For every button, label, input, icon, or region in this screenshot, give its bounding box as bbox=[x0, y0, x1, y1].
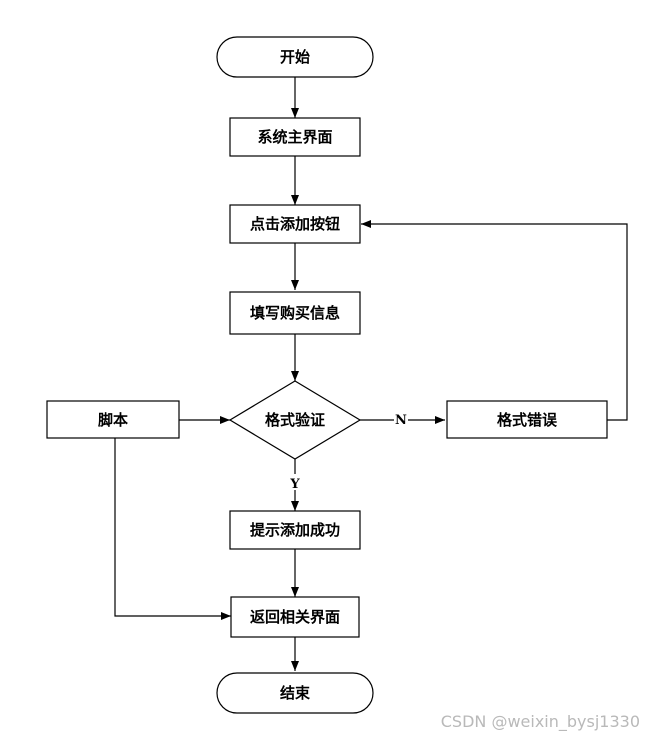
validate-label: 格式验证 bbox=[265, 411, 325, 429]
edge-label-no: N bbox=[395, 413, 407, 428]
end-terminator bbox=[216, 672, 374, 714]
node-validate: 格式验证 bbox=[228, 380, 362, 460]
node-fill-info: 填写购买信息 bbox=[229, 291, 361, 335]
edges: N Y bbox=[114, 77, 628, 671]
fill-info-box bbox=[229, 291, 361, 335]
edge-error-loop-to-click-add bbox=[361, 220, 628, 421]
click-add-box bbox=[229, 204, 361, 244]
node-script: 脚本 bbox=[46, 400, 180, 439]
script-box bbox=[46, 400, 180, 439]
fill-info-label: 填写购买信息 bbox=[250, 304, 340, 322]
main-ui-box bbox=[229, 117, 361, 157]
edge-label-yes: Y bbox=[289, 477, 300, 492]
click-add-label: 点击添加按钮 bbox=[250, 215, 340, 233]
node-return: 返回相关界面 bbox=[230, 596, 360, 638]
node-end: 结束 bbox=[216, 672, 374, 714]
node-main-ui: 系统主界面 bbox=[229, 117, 361, 157]
node-success: 提示添加成功 bbox=[229, 510, 361, 550]
edge-label-no-bg bbox=[394, 411, 408, 427]
format-error-label: 格式错误 bbox=[497, 411, 558, 429]
return-label: 返回相关界面 bbox=[250, 608, 340, 626]
script-label: 脚本 bbox=[98, 411, 128, 429]
main-ui-label: 系统主界面 bbox=[257, 128, 332, 146]
watermark: CSDN @weixin_bysj1330 bbox=[441, 712, 640, 732]
format-error-box bbox=[446, 400, 608, 439]
end-label: 结束 bbox=[280, 684, 311, 702]
return-box bbox=[230, 596, 360, 638]
node-click-add: 点击添加按钮 bbox=[229, 204, 361, 244]
node-start: 开始 bbox=[216, 36, 374, 78]
edge-script-to-return bbox=[114, 438, 231, 620]
validate-diamond bbox=[228, 380, 362, 460]
edge-label-yes-bg bbox=[288, 474, 302, 490]
start-terminator bbox=[216, 36, 374, 78]
success-label: 提示添加成功 bbox=[250, 521, 340, 539]
success-box bbox=[229, 510, 361, 550]
start-label: 开始 bbox=[280, 48, 310, 66]
node-format-error: 格式错误 bbox=[446, 400, 608, 439]
